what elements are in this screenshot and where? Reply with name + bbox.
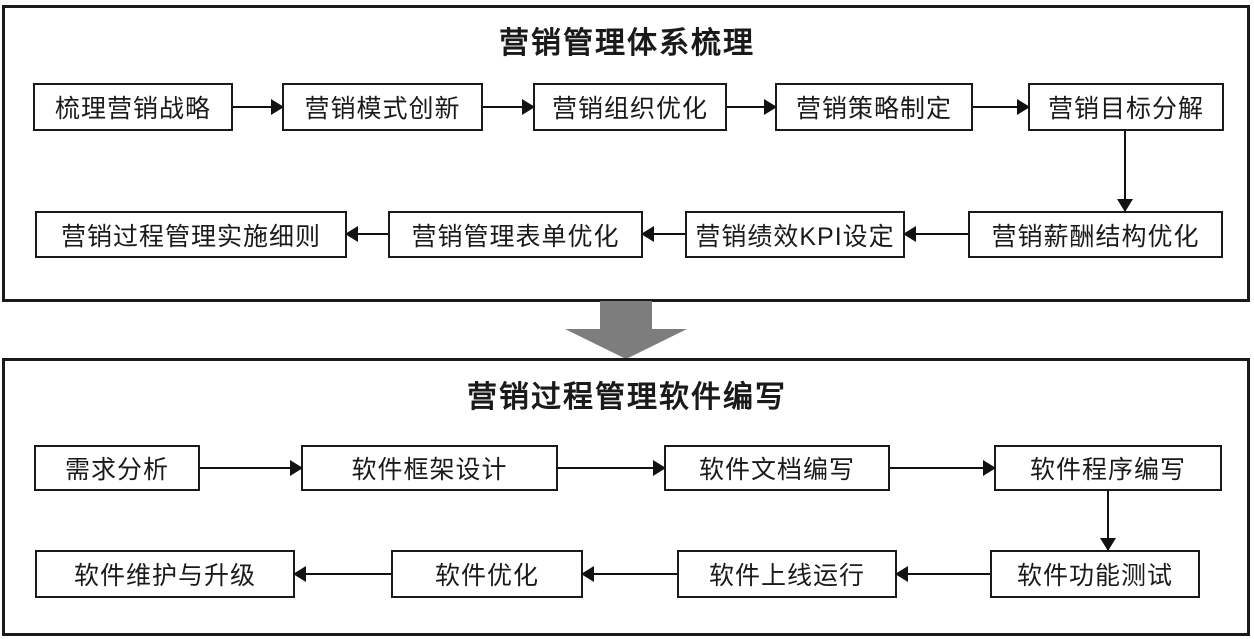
node-marketing-goal-decomposition: 营销目标分解 xyxy=(1028,83,1224,131)
arrow-left-icon xyxy=(895,566,990,582)
node-software-optimization: 软件优化 xyxy=(391,550,583,598)
arrow-right-icon xyxy=(483,99,535,115)
node-requirement-analysis: 需求分析 xyxy=(34,445,200,491)
bottom-panel-title: 营销过程管理软件编写 xyxy=(467,381,787,414)
node-marketing-process-implementation-rules: 营销过程管理实施细则 xyxy=(35,211,347,258)
node-software-program-writing: 软件程序编写 xyxy=(994,445,1222,491)
node-comb-marketing-strategy: 梳理营销战略 xyxy=(33,83,233,131)
arrow-left-icon xyxy=(641,226,685,242)
node-marketing-model-innovation: 营销模式创新 xyxy=(282,83,483,131)
arrow-left-icon xyxy=(345,226,388,242)
arrow-right-icon xyxy=(973,99,1030,115)
arrow-down-icon xyxy=(1117,131,1133,212)
arrow-left-icon xyxy=(581,566,677,582)
node-marketing-kpi-setting: 营销绩效KPI设定 xyxy=(685,211,905,258)
arrow-right-icon xyxy=(558,460,666,476)
arrow-left-icon xyxy=(293,566,391,582)
arrow-right-icon xyxy=(890,460,996,476)
top-panel-title: 营销管理体系梳理 xyxy=(499,27,755,60)
node-software-function-testing: 软件功能测试 xyxy=(990,550,1200,598)
arrow-right-icon xyxy=(727,99,777,115)
arrow-right-icon xyxy=(233,99,284,115)
arrow-left-icon xyxy=(903,226,968,242)
node-software-framework-design: 软件框架设计 xyxy=(301,445,558,491)
node-marketing-tactics-formulation: 营销策略制定 xyxy=(775,83,973,131)
node-marketing-form-optimization: 营销管理表单优化 xyxy=(388,211,643,258)
big-down-arrow-icon xyxy=(565,301,687,359)
node-software-maintenance-upgrade: 软件维护与升级 xyxy=(35,550,295,598)
arrow-right-icon xyxy=(200,460,303,476)
node-marketing-compensation-optimization: 营销薪酬结构优化 xyxy=(968,211,1223,258)
node-marketing-org-optimization: 营销组织优化 xyxy=(533,83,727,131)
node-software-launch-operation: 软件上线运行 xyxy=(677,550,897,598)
node-software-doc-writing: 软件文档编写 xyxy=(664,445,890,491)
arrow-down-icon xyxy=(1100,491,1116,551)
